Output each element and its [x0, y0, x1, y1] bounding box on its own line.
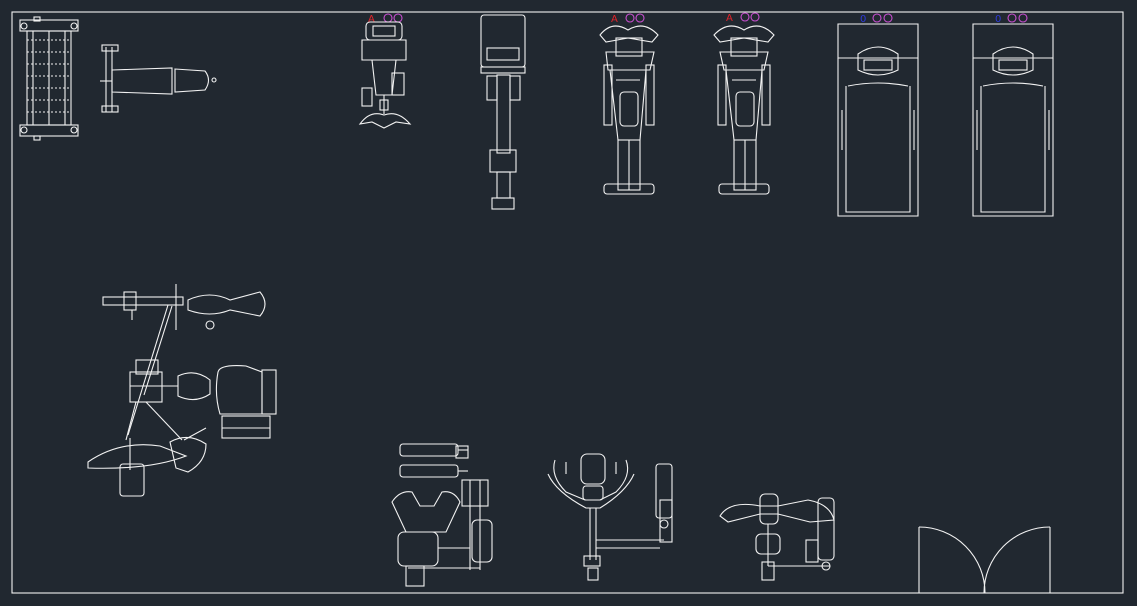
- leg-press-machine-plan: [391, 443, 493, 587]
- drawing-border: [11, 11, 1124, 594]
- rowing-machine-plan: [19, 16, 79, 141]
- stair-stepper-plan: [480, 14, 526, 210]
- elliptical-plan: A: [358, 13, 412, 129]
- svg-text:A: A: [726, 13, 733, 24]
- chest-press-machine-plan: [547, 453, 673, 581]
- upright-bike-plan-1: A: [599, 13, 659, 195]
- treadmill-plan-1: 0: [837, 13, 919, 217]
- svg-text:A: A: [611, 14, 618, 25]
- svg-text:A: A: [368, 14, 375, 25]
- treadmill-plan-2: 0: [972, 13, 1054, 217]
- upright-bike-plan-2: A: [713, 12, 775, 195]
- double-door-swing: [918, 526, 1051, 594]
- svg-text:0: 0: [995, 14, 1001, 25]
- weight-bench-plan: [100, 44, 217, 113]
- svg-text:0: 0: [860, 14, 866, 25]
- multi-station-gym-plan: [87, 284, 277, 497]
- shoulder-press-machine-plan: [719, 493, 835, 581]
